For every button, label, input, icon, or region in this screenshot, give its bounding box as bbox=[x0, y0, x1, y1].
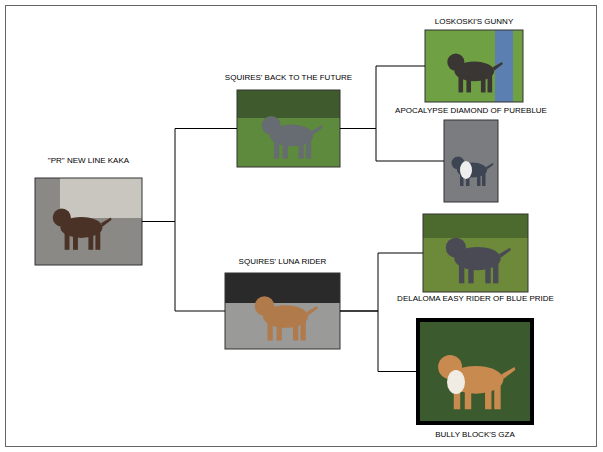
dog-name: SQUIRES' BACK TO THE FUTURE bbox=[224, 73, 353, 83]
white-chest bbox=[460, 161, 472, 179]
dog-photo bbox=[35, 178, 142, 265]
dog-name: BULLY BLOCK'S GZA bbox=[434, 430, 515, 440]
dog-name: APOCALYPSE DIAMOND OF PUREBLUE bbox=[394, 106, 548, 116]
pedigree-connector bbox=[340, 129, 444, 162]
dog-figure bbox=[446, 238, 511, 284]
photo-ground bbox=[237, 90, 340, 167]
photo-ground bbox=[425, 30, 523, 102]
photo-ground bbox=[416, 318, 534, 425]
dog-figure bbox=[452, 157, 494, 187]
dog-photo bbox=[416, 318, 534, 425]
dog-figure bbox=[447, 54, 502, 93]
white-chest bbox=[447, 370, 465, 394]
trees bbox=[237, 90, 340, 118]
car bbox=[225, 273, 340, 303]
pedigree-connector bbox=[142, 222, 225, 312]
pedigree-node: BULLY BLOCK'S GZA bbox=[416, 318, 534, 425]
photo-frame bbox=[444, 120, 498, 202]
crate bbox=[60, 178, 142, 218]
pedigree-node: SQUIRES' LUNA RIDER bbox=[225, 273, 340, 349]
photo-frame bbox=[423, 214, 528, 292]
dog-photo bbox=[225, 273, 340, 349]
dog-figure bbox=[53, 209, 112, 250]
pedigree-connector bbox=[340, 311, 416, 372]
dog-photo bbox=[425, 30, 523, 102]
outer-frame bbox=[6, 6, 597, 447]
dog-name: SQUIRES' LUNA RIDER bbox=[238, 257, 328, 267]
pedigree-node: "PR" NEW LINE KAKA bbox=[35, 178, 142, 265]
pedigree-node: SQUIRES' BACK TO THE FUTURE bbox=[237, 90, 340, 167]
photo-frame bbox=[425, 30, 523, 102]
photo-frame bbox=[35, 178, 142, 265]
photo-frame bbox=[225, 273, 340, 349]
pedigree-node: LOSKOSKI'S GUNNY bbox=[425, 30, 523, 102]
trees bbox=[423, 214, 528, 238]
dog-name: DELALOMA EASY RIDER OF BLUE PRIDE bbox=[396, 294, 555, 304]
pedigree-node: APOCALYPSE DIAMOND OF PUREBLUE bbox=[444, 120, 498, 202]
dog-name: LOSKOSKI'S GUNNY bbox=[434, 17, 514, 27]
photo-ground bbox=[225, 273, 340, 349]
dog-figure bbox=[255, 296, 318, 340]
photo-frame bbox=[418, 320, 532, 423]
pedigree-node: DELALOMA EASY RIDER OF BLUE PRIDE bbox=[423, 214, 528, 292]
photo-frame bbox=[237, 90, 340, 167]
dog-photo bbox=[237, 90, 340, 167]
pedigree-connector bbox=[142, 129, 237, 222]
dog-photo bbox=[423, 214, 528, 292]
dog-figure bbox=[262, 116, 323, 159]
dog-name: "PR" NEW LINE KAKA bbox=[47, 156, 130, 166]
photo-ground bbox=[35, 178, 142, 265]
dog-photo bbox=[444, 120, 498, 202]
photo-ground bbox=[423, 214, 528, 292]
dog-figure bbox=[438, 355, 515, 409]
photo-ground bbox=[444, 120, 498, 202]
